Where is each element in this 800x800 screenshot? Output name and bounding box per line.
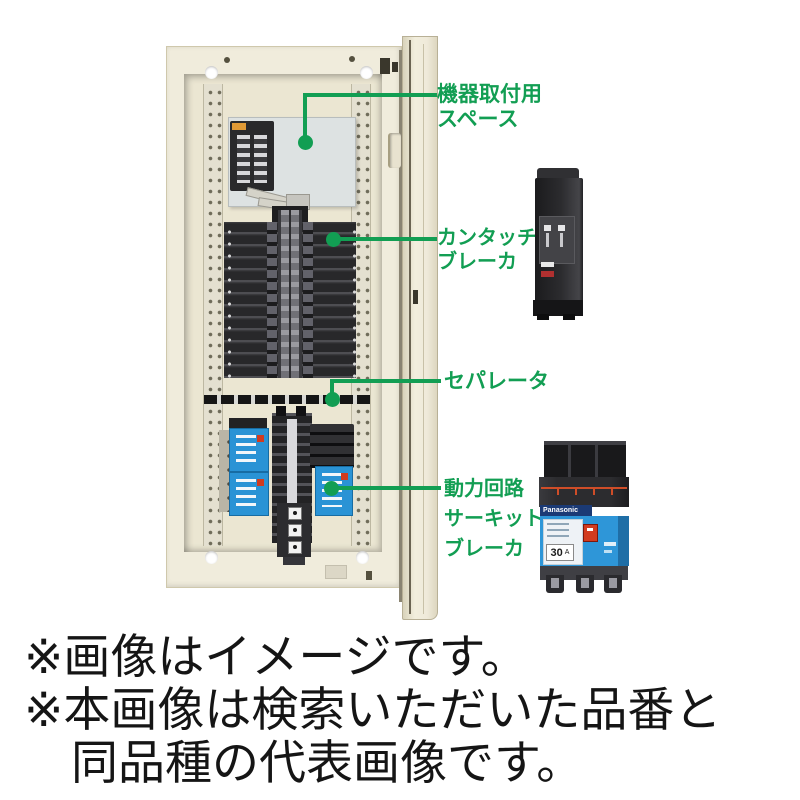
callout-label-power-line1: 動力回路: [444, 478, 524, 500]
terminal-cell-1: [288, 507, 302, 520]
footnote-line-2: ※本画像は検索いただいた品番と: [24, 683, 722, 736]
door-handle-slot: [388, 133, 401, 168]
callout-line-equipment-space-v: [303, 93, 307, 142]
product-kantouch-breaker-label: [539, 216, 575, 264]
callout-label-kantouch-line1: カンタッチ: [437, 227, 537, 249]
breaker-window-right: [558, 225, 565, 231]
main-breaker-pole-left: [237, 135, 250, 183]
door-hinge-top-2: [392, 62, 398, 72]
callout-label-power-line2: サーキット: [444, 508, 544, 530]
terminal-cell-2: [288, 524, 302, 537]
callout-label-kantouch-line2: ブレーカ: [437, 251, 517, 273]
branch-breaker-column-right: [302, 222, 356, 378]
screw-top-right: [349, 56, 355, 62]
product-mccb-terminal-cover: [544, 441, 626, 479]
cabinet-floor-dot: [366, 571, 372, 580]
door-edge-line: [409, 40, 411, 614]
breaker-white-mark: [541, 262, 554, 267]
callout-label-kantouch: カンタッチ ブレーカ: [437, 226, 537, 274]
door-latch: [413, 290, 418, 304]
mounting-rail-left: [203, 84, 223, 546]
mounting-rail-right: [351, 84, 371, 546]
screw-top-left: [224, 57, 230, 63]
mccb-lug-2: [576, 575, 594, 593]
mccb-rating-box: 30 A: [546, 544, 574, 561]
callout-label-power: 動力回路 サーキット ブレーカ: [444, 474, 544, 564]
footnote-text: ※画像はイメージです。 ※本画像は検索いただいた品番と 同品種の代表画像です。: [24, 630, 794, 789]
breaker-foot-right: [563, 314, 575, 320]
main-breaker-label: [232, 123, 246, 130]
callout-dot-power: [324, 481, 339, 496]
breaker-foot-left: [537, 314, 549, 320]
door-hinge-top: [380, 58, 390, 74]
callout-line-separator: [330, 379, 441, 383]
knockout-hole-bottom-right: [356, 551, 369, 564]
terminal-cell-3: [288, 541, 302, 554]
breaker-window-left: [544, 225, 551, 231]
power-breaker-left-lower: [229, 472, 269, 516]
main-breaker: [230, 121, 274, 191]
callout-label-power-line3: ブレーカ: [444, 538, 524, 560]
callout-label-equipment-space-line2: スペース: [437, 108, 519, 131]
callout-dot-separator: [325, 392, 340, 407]
callout-label-separator: セパレータ: [444, 369, 549, 394]
separator-bar: [204, 395, 370, 404]
product-kantouch-breaker-base: [533, 300, 583, 316]
product-kantouch-breaker-top: [537, 168, 579, 180]
power-breaker-right-dark: [310, 424, 354, 468]
knockout-hole-top-right: [360, 66, 373, 79]
breaker-red-mark: [541, 271, 554, 277]
footnote-line-1: ※画像はイメージです。: [24, 630, 528, 683]
callout-label-equipment-space-line1: 機器取付用: [437, 83, 542, 106]
callout-label-separator-line1: セパレータ: [444, 370, 549, 393]
callout-label-equipment-space: 機器取付用 スペース: [437, 82, 542, 132]
power-breaker-left-upper: [229, 428, 269, 472]
branch-busbar: [278, 210, 302, 378]
callout-line-equipment-space: [305, 93, 437, 97]
cabinet-door: [402, 36, 438, 620]
door-fold-line: [423, 44, 424, 614]
power-busbar-tab-left: [276, 406, 286, 416]
footnote-line-3: 同品種の代表画像です。: [71, 736, 584, 789]
power-busbar-tab-right: [296, 406, 306, 416]
mccb-rating-unit: A: [564, 549, 570, 556]
mccb-orange-ticks: [541, 487, 627, 495]
callout-line-power: [331, 486, 441, 490]
power-breaker-cap: [229, 418, 267, 430]
main-breaker-pole-right: [254, 135, 267, 183]
power-terminal-strip: [219, 430, 231, 512]
power-busbar-cover: [287, 419, 297, 537]
branch-breaker-column-left: [224, 222, 278, 378]
breaker-stem-left: [546, 233, 549, 247]
mccb-spec-label: 30 A: [543, 519, 583, 565]
cabinet-floor-mark: [325, 565, 347, 579]
door-seam: [399, 50, 402, 602]
mccb-spec-text-lines: [547, 523, 569, 541]
mccb-trip-button: [583, 524, 598, 542]
breaker-stem-right: [560, 233, 563, 247]
terminal-block-foot: [283, 557, 305, 565]
callout-dot-kantouch: [326, 232, 341, 247]
callout-line-kantouch: [338, 237, 437, 241]
mccb-lug-1: [546, 575, 564, 593]
knockout-hole-top-left: [205, 66, 218, 79]
mccb-rating-value: 30: [550, 546, 563, 559]
knockout-hole-bottom-left: [205, 551, 218, 564]
mccb-face-mark-2: [604, 550, 612, 553]
mccb-lug-3: [604, 575, 622, 593]
mccb-brand-strip: Panasonic: [540, 505, 592, 516]
callout-dot-equipment-space: [298, 135, 313, 150]
callout-line-separator-v: [330, 382, 334, 400]
mccb-face-mark-1: [604, 542, 616, 546]
